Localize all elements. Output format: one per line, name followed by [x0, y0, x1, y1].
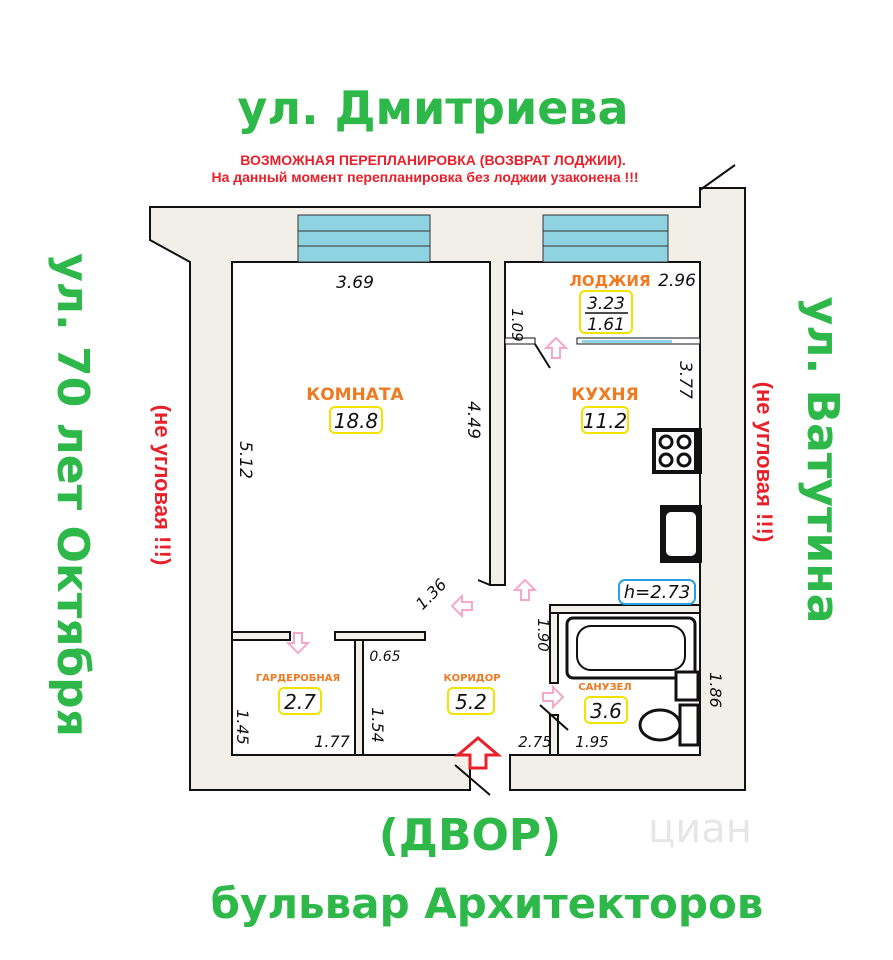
notice-line1: ВОЗМОЖНАЯ ПЕРЕПЛАНИРОВКА (ВОЗВРАТ ЛОДЖИИ… [240, 152, 626, 168]
room-loggia-area-top: 3.23 [587, 294, 625, 314]
street-left: ул. 70 лет Октября [47, 253, 98, 737]
dim-1-77: 1.77 [314, 732, 350, 751]
window [297, 214, 431, 263]
street-right-note: (не угловая !!!) [752, 382, 777, 543]
dim-1-36: 1.36 [412, 575, 451, 614]
room-corridor-area: 5.2 [455, 690, 487, 714]
dim-2-96: 2.96 [658, 271, 696, 291]
room-kitchen-label: КУХНЯ [571, 385, 638, 405]
dim-1-90: 1.90 [534, 618, 552, 651]
arrow-icon [542, 684, 565, 710]
dim-0-65: 0.65 [369, 649, 400, 665]
notice-line2: На данный момент перепланировка без лодж… [211, 169, 638, 185]
room-loggia-label: ЛОДЖИЯ [569, 272, 650, 290]
toilet-icon [638, 703, 700, 747]
street-top: ул. Дмитриева [237, 81, 628, 135]
room-bathroom-area: 3.6 [590, 699, 622, 723]
arrow-icon [450, 593, 473, 619]
dim-1-54: 1.54 [368, 707, 387, 743]
watermark-logo: циан [648, 806, 752, 852]
room-loggia-area-bottom: 1.61 [587, 315, 625, 335]
arrow-icon [512, 578, 538, 601]
dim-1-09: 1.09 [508, 308, 526, 341]
sink-icon [674, 670, 700, 702]
street-right: ул. Ватутина [797, 297, 848, 624]
room-kitchen-area: 11.2 [583, 409, 628, 433]
street-bottom: бульвар Архитекторов [211, 879, 764, 928]
dim-1-86: 1.86 [706, 672, 725, 708]
dim-3-77: 3.77 [675, 361, 695, 399]
dim-1-45: 1.45 [233, 709, 252, 745]
room-komnata-label: КОМНАТА [306, 385, 404, 405]
dim-3-69: 3.69 [336, 273, 374, 293]
arrow-icon [543, 336, 569, 359]
ceiling-height: h=2.73 [624, 582, 691, 603]
kitchen-sink-icon [660, 505, 702, 563]
window [542, 214, 669, 263]
room-wardrobe-area: 2.7 [284, 690, 316, 714]
stove-icon [652, 428, 702, 474]
room-bathroom-label: САНУЗЕЛ [578, 682, 631, 693]
dim-4-49: 4.49 [463, 401, 483, 439]
room-corridor-label: КОРИДОР [443, 673, 500, 684]
yard-label: (ДВОР) [379, 810, 562, 861]
bathtub-icon [565, 616, 697, 680]
dim-1-95: 1.95 [575, 733, 608, 751]
room-wardrobe-label: ГАРДЕРОБНАЯ [256, 673, 340, 684]
room-komnata-area: 18.8 [334, 409, 379, 433]
dim-5-12: 5.12 [235, 441, 255, 479]
street-left-note: (не угловая !!!) [150, 405, 175, 566]
arrow-icon [285, 632, 311, 655]
walls [149, 164, 746, 796]
entrance-arrow-icon [453, 736, 503, 770]
dim-2-75: 2.75 [518, 733, 551, 751]
